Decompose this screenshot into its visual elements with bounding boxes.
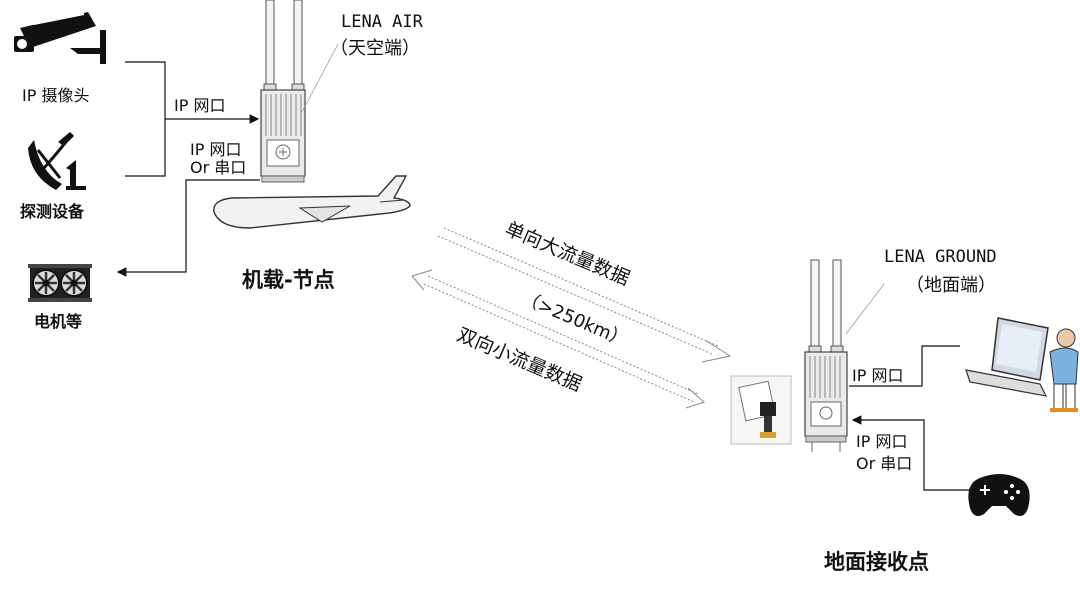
ground-laptop-port-label: IP 网口 [852,366,904,385]
air-label-pointer [301,43,339,113]
camera-label: IP 摄像头 [22,86,90,105]
satellite-dish-icon [28,132,86,190]
air-device-sub: （天空端） [330,38,420,59]
air-device-name: LENA AIR [341,12,423,32]
detector-label: 探测设备 [20,202,85,221]
downlink-beam [437,227,732,363]
motor-fan-icon [28,264,92,302]
gamepad-icon [968,474,1030,516]
laptop-user-icon [965,317,1079,412]
ground-connectors [849,345,974,491]
motor-label: 电机等 [34,312,83,331]
ground-io-port-label-2: Or 串口 [856,454,913,473]
airplane-icon [213,175,411,229]
tracking-antenna-icon [730,375,792,445]
air-io-port-label-2: Or 串口 [190,158,247,177]
ground-device-sub: （地面端） [906,275,996,296]
ground-node-label: 地面接收点 [824,550,929,574]
ground-device-name: LENA GROUND [884,247,997,267]
ground-io-port-label-1: IP 网口 [856,432,908,451]
air-input-connectors [116,61,260,277]
air-node-label: 机载-节点 [242,268,335,292]
air-io-port-label-1: IP 网口 [190,140,242,159]
duplex-beam [411,269,705,409]
lena-ground-device [804,259,848,452]
lena-air-device [260,0,306,183]
ground-label-pointer [845,283,885,335]
air-input-port-label: IP 网口 [174,96,226,115]
cctv-camera-icon [14,12,106,64]
